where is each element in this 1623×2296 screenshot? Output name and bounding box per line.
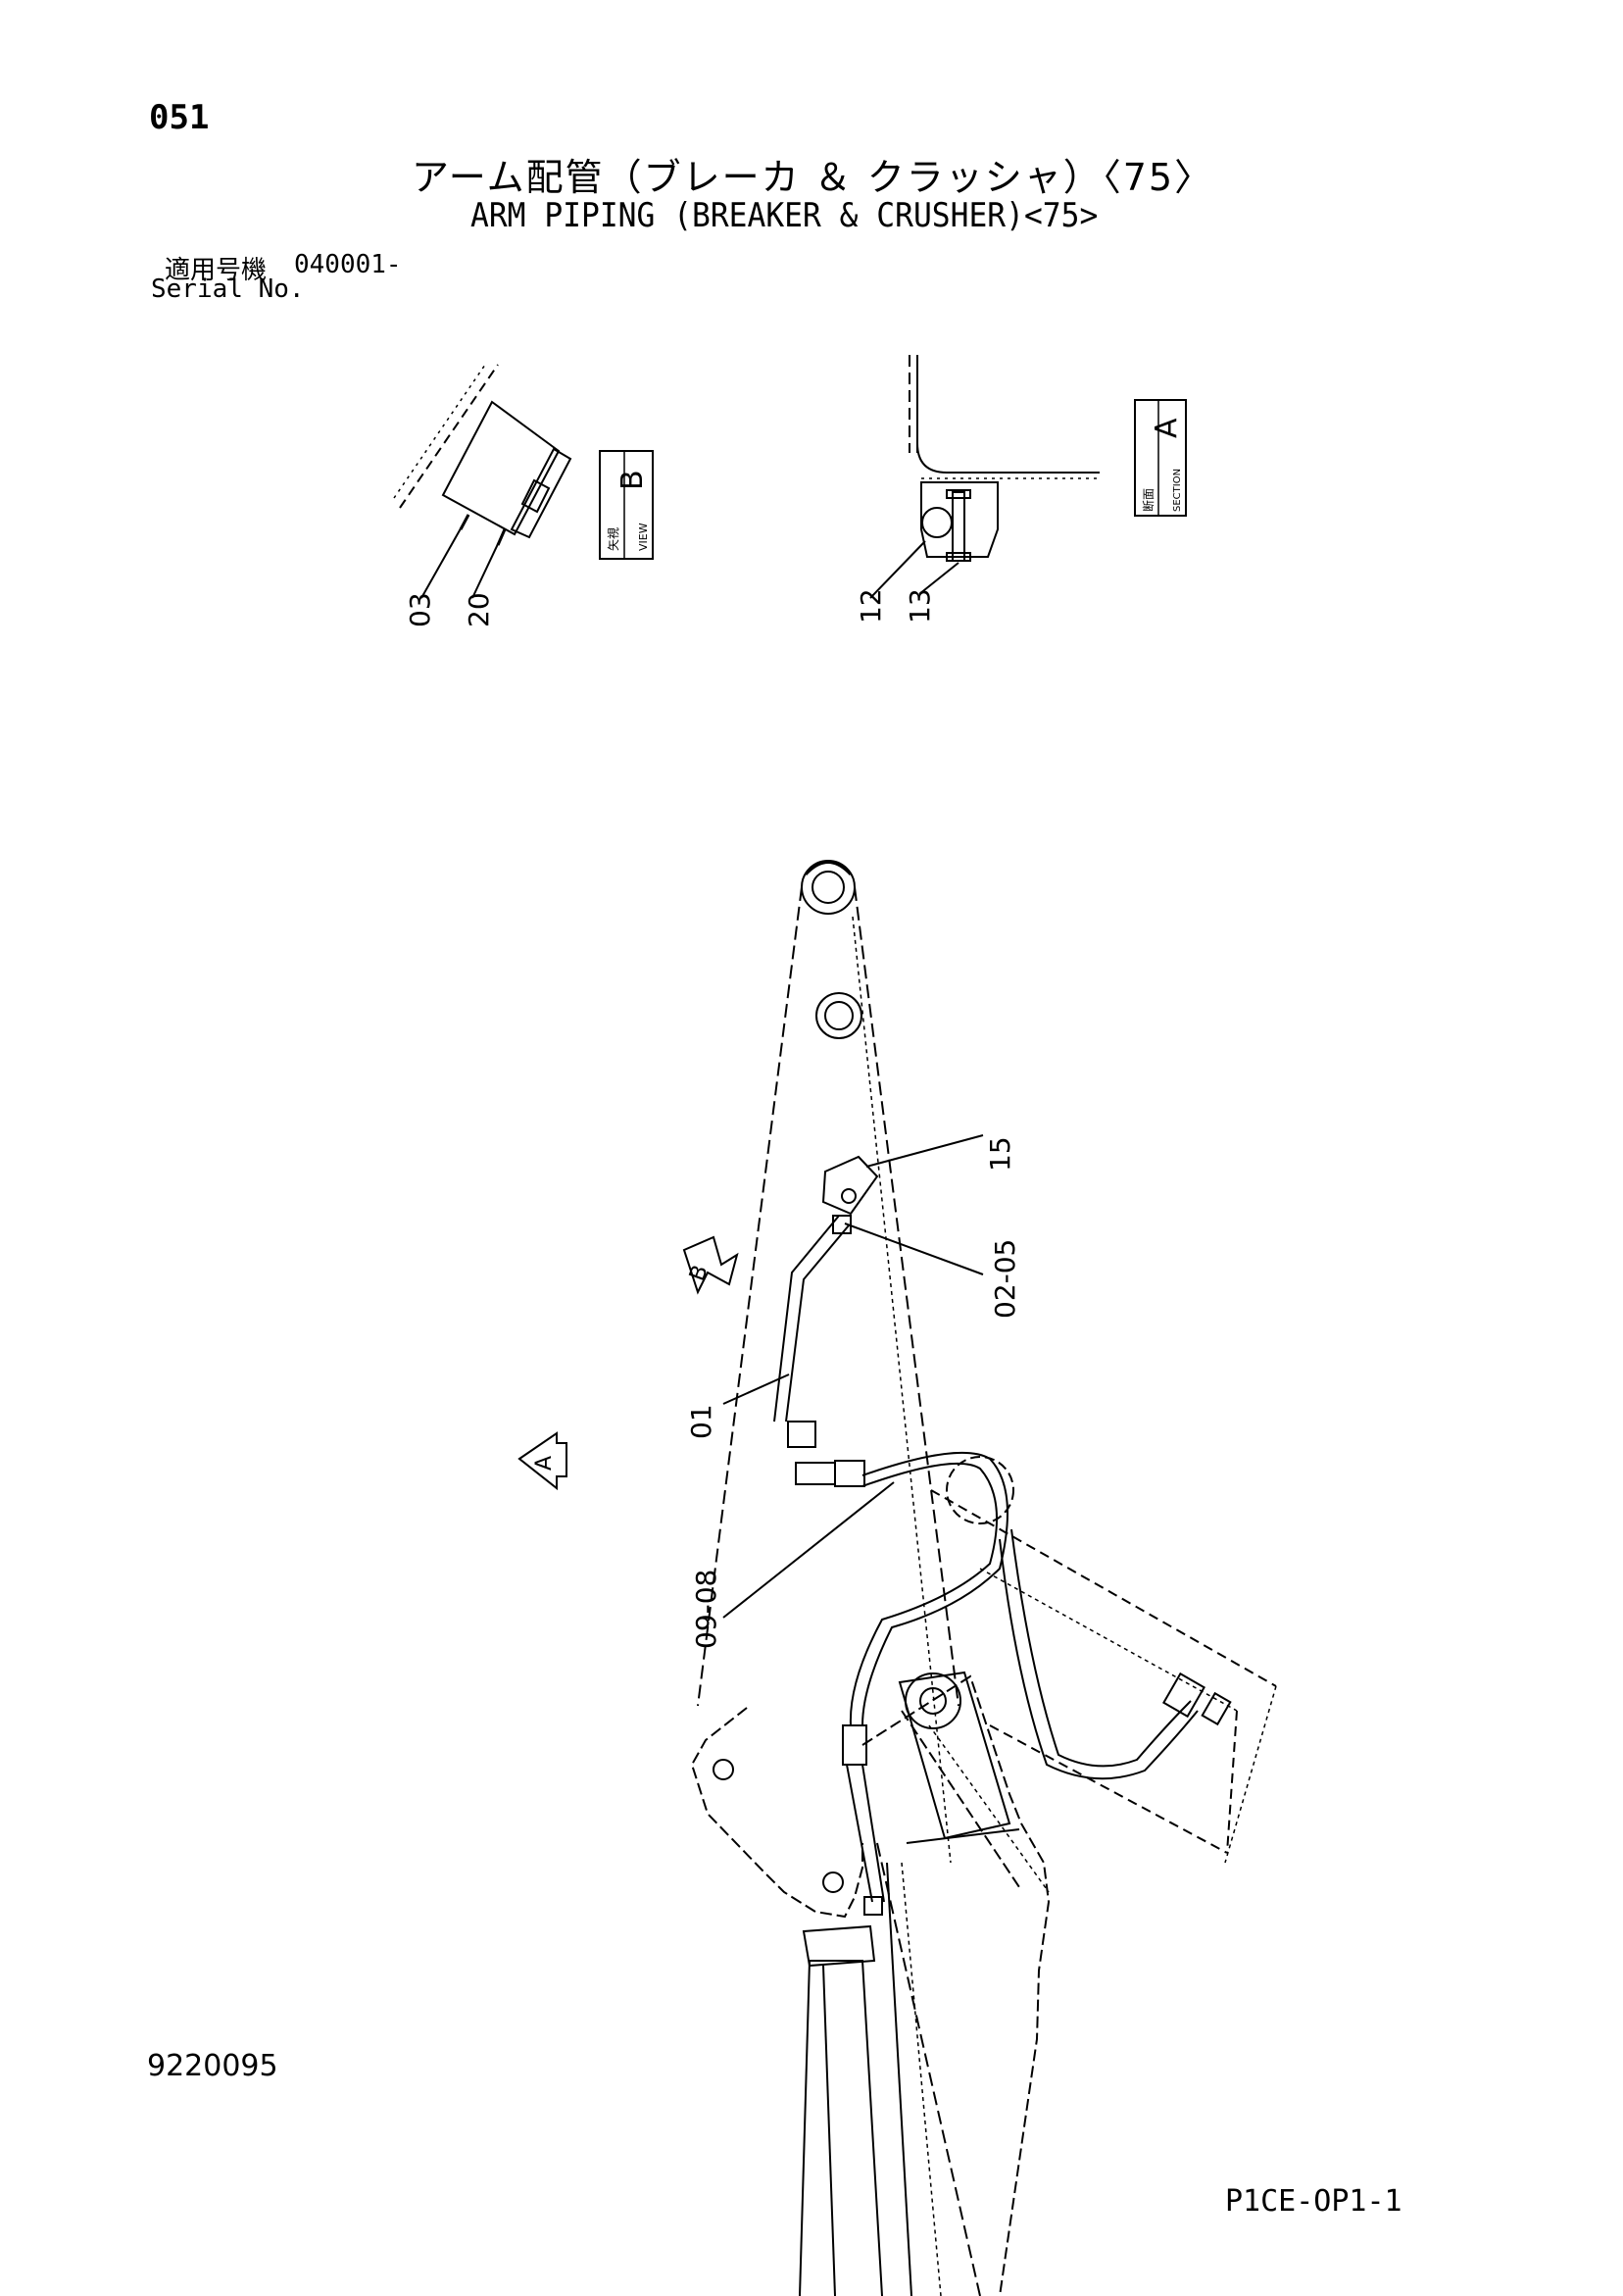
callout-12-label: 12 [855, 588, 887, 624]
view-b-marker-letter: B [685, 1262, 713, 1284]
callout-20-label: 20 [463, 592, 495, 627]
arm-piping [773, 1155, 1232, 1916]
callout-09-08: 09-08 [690, 1570, 722, 1649]
section-a-letter: A [1150, 418, 1184, 438]
callout-13: 13 [904, 588, 936, 624]
view-b-en: VIEW [637, 523, 650, 551]
title-english: ARM PIPING (BREAKER & CRUSHER)<75> [470, 196, 1099, 235]
callout-03-label: 03 [404, 592, 436, 627]
page-number: 051 [149, 98, 210, 137]
sheet-code: P1CE-OP1-1 [1225, 2184, 1402, 2219]
section-a-marker-letter: A [532, 1456, 557, 1471]
view-b-label-box: B 矢視 VIEW [599, 450, 654, 560]
serial-value: 040001- [294, 250, 402, 279]
callout-01-label: 01 [685, 1404, 717, 1439]
view-b-letter: B [615, 470, 650, 490]
document-number: 9220095 [147, 2049, 278, 2083]
callout-15-label: 15 [984, 1136, 1016, 1172]
view-b-marker: B [682, 1235, 739, 1295]
leader-lines [722, 1134, 984, 1619]
view-b-jp: 矢視 [606, 527, 620, 551]
view-b-detail [393, 364, 572, 599]
callout-09-08-label: 09-08 [690, 1570, 722, 1649]
serial-label-english: Serial No. [151, 275, 305, 304]
section-a-detail [869, 355, 1100, 599]
title-japanese: アーム配管（ブレーカ ＆ クラッシャ）〈75〉 [412, 156, 1214, 199]
section-a-marker: A [517, 1431, 567, 1491]
callout-12: 12 [855, 588, 887, 624]
callout-13-label: 13 [904, 588, 936, 624]
callout-02-05: 02-05 [989, 1239, 1021, 1319]
arm-body [690, 860, 1277, 2296]
callout-02-05-label: 02-05 [989, 1239, 1021, 1319]
serial-label-japanese: 適用号機 [165, 256, 268, 285]
callout-15: 15 [984, 1136, 1016, 1172]
section-a-label-box: A 断面 SECTION [1134, 399, 1187, 517]
section-a-jp: 断面 [1141, 488, 1156, 512]
section-a-en: SECTION [1172, 469, 1183, 512]
callout-03: 03 [404, 592, 436, 627]
callout-20: 20 [463, 592, 495, 627]
callout-01: 01 [685, 1404, 717, 1439]
